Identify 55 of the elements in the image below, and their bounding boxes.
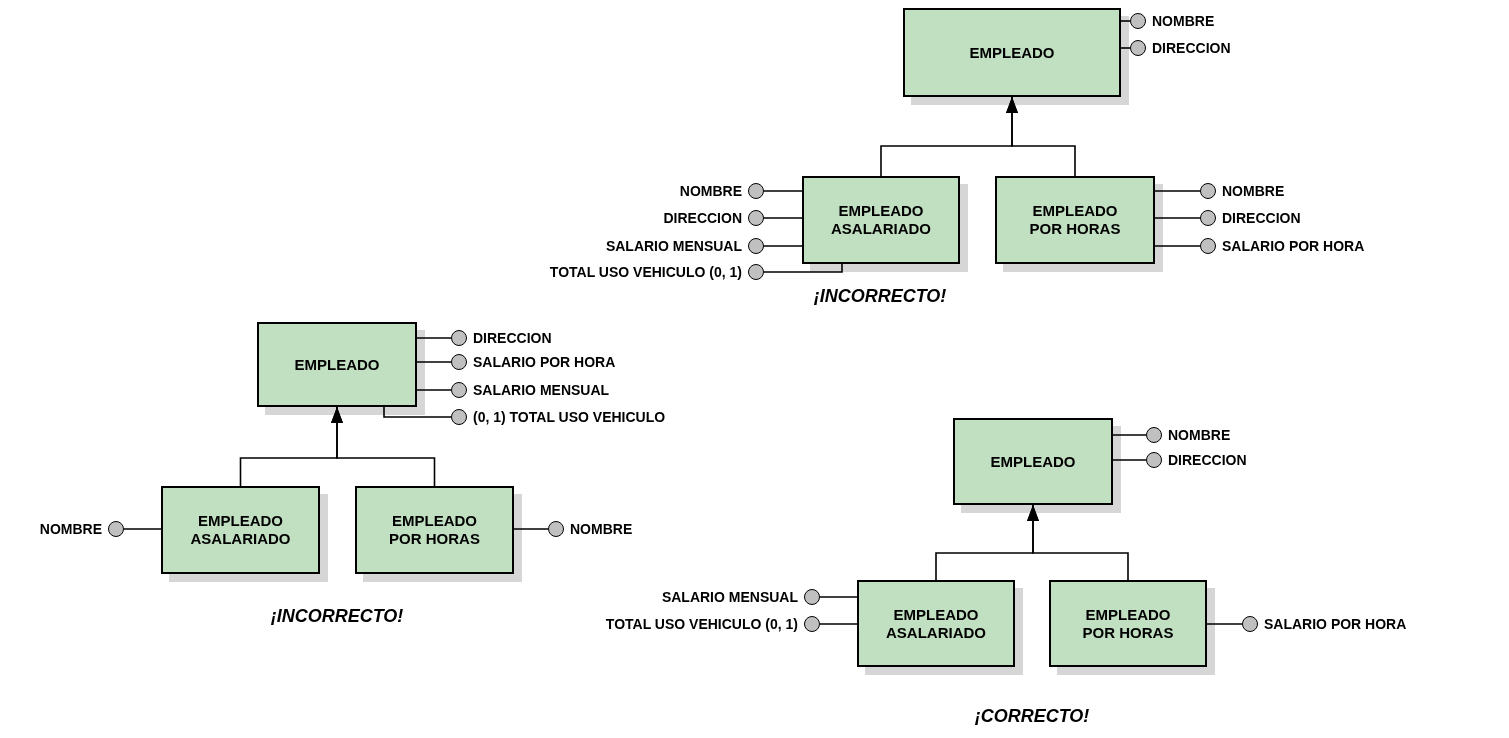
entity-name: EMPLEADO <box>989 452 1077 471</box>
connector-line <box>123 528 162 530</box>
inheritance-arrow <box>331 406 436 487</box>
connector-line <box>1112 459 1147 461</box>
attribute-name: SALARIO POR HORA <box>473 354 616 370</box>
verdict-caption: ¡CORRECTO! <box>974 706 1090 727</box>
attribute-name: SALARIO MENSUAL <box>605 238 742 254</box>
attribute-name: TOTAL USO VEHICULO (0, 1) <box>605 616 798 632</box>
connector-line <box>1120 20 1131 22</box>
attribute-name: NOMBRE <box>570 521 633 537</box>
connector-line <box>819 623 858 625</box>
entity-name: EMPLEADO ASALARIADO <box>830 202 932 238</box>
connector-line <box>383 406 452 418</box>
connector-line <box>1206 623 1243 625</box>
connector-line <box>763 245 803 247</box>
attribute-name: DIRECCION <box>473 330 552 346</box>
connector-line <box>1154 245 1201 247</box>
attribute-name: DIRECCION <box>663 210 742 226</box>
entity-name: EMPLEADO POR HORAS <box>1028 202 1122 238</box>
entity-name: EMPLEADO POR HORAS <box>1081 605 1175 642</box>
connector-line <box>416 389 452 391</box>
attribute-name: NOMBRE <box>1222 183 1285 199</box>
entity-name: EMPLEADO ASALARIADO <box>189 512 292 548</box>
connector-line <box>1154 217 1201 219</box>
entity-name: EMPLEADO POR HORAS <box>388 512 481 548</box>
entity-name: EMPLEADO <box>968 43 1056 62</box>
entity-name: EMPLEADO ASALARIADO <box>885 605 987 642</box>
connector-line <box>416 337 452 339</box>
attribute-name: SALARIO POR HORA <box>1222 238 1365 254</box>
verdict-caption: ¡INCORRECTO! <box>813 286 947 307</box>
attribute-name: DIRECCION <box>1168 452 1247 468</box>
attribute-name: SALARIO MENSUAL <box>473 382 610 398</box>
connector-line <box>1154 190 1201 192</box>
connector-line <box>1112 434 1147 436</box>
inheritance-arrow <box>1006 96 1076 177</box>
connector-line <box>416 361 452 363</box>
connector-line <box>763 263 843 273</box>
attribute-name: NOMBRE <box>1168 427 1231 443</box>
connector-line <box>763 217 803 219</box>
attribute-name: DIRECCION <box>1152 40 1231 56</box>
entity-name: EMPLEADO <box>293 355 381 374</box>
verdict-caption: ¡INCORRECTO! <box>270 606 404 627</box>
attribute-name: NOMBRE <box>679 183 742 199</box>
connector-line <box>763 190 803 192</box>
attribute-name: DIRECCION <box>1222 210 1301 226</box>
connector-line <box>1120 47 1131 49</box>
attribute-name: SALARIO MENSUAL <box>661 589 798 605</box>
attribute-name: SALARIO POR HORA <box>1264 616 1407 632</box>
connector-line <box>819 596 858 598</box>
attribute-name: NOMBRE <box>1152 13 1215 29</box>
inheritance-arrow <box>1027 504 1129 581</box>
attribute-name: NOMBRE <box>39 521 102 537</box>
attribute-name: TOTAL USO VEHICULO (0, 1) <box>549 264 742 280</box>
attribute-name: (0, 1) TOTAL USO VEHICULO <box>473 409 666 425</box>
connector-line <box>513 528 549 530</box>
